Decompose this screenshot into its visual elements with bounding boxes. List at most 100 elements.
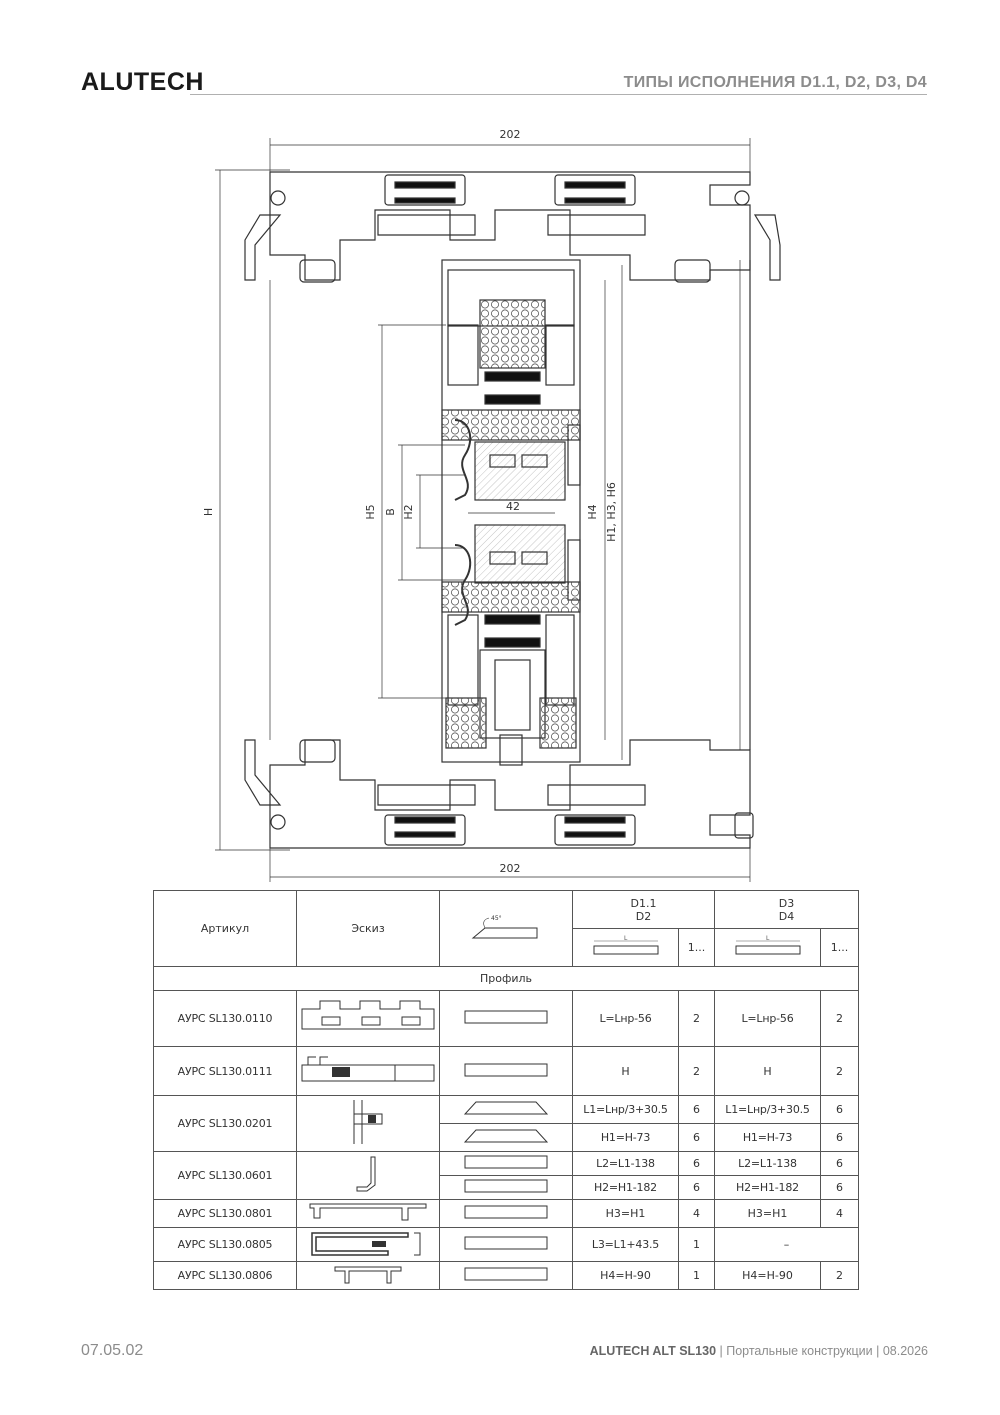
footer-section: Портальные конструкции — [726, 1344, 873, 1358]
cut-trapezoid-icon — [463, 1101, 549, 1115]
dim-42-label: 42 — [506, 500, 520, 513]
col-header-article: Артикул — [153, 890, 297, 967]
formula-cell: L2=L1-138 — [714, 1151, 821, 1176]
qty-cell: 2 — [820, 1046, 859, 1096]
group1-line2: D2 — [635, 909, 652, 923]
formula-cell: L1=Lнр/3+30.5 — [572, 1095, 679, 1124]
specification-table: Артикул Эскиз 45° D1.1 D2 D3 D4 L 1... — [153, 890, 859, 1290]
profile-sketch-icon — [356, 1156, 376, 1192]
page-title: ТИПЫ ИСПОЛНЕНИЯ D1.1, D2, D3, D4 — [623, 74, 927, 91]
qty-cell: 6 — [678, 1175, 715, 1200]
dim-h5-label: H5 — [364, 504, 377, 519]
width-bottom-label: 202 — [500, 862, 521, 875]
qty-cell: 2 — [678, 990, 715, 1047]
group1-line1: D1.1 — [630, 896, 657, 910]
length-diagram-cell: L — [572, 928, 679, 967]
qty-cell: 6 — [820, 1123, 859, 1152]
section-row: Профиль — [153, 966, 859, 991]
page-number: 07.05.02 — [81, 1342, 144, 1359]
footer-product: ALUTECH ALT SL130 — [589, 1344, 717, 1358]
profile-sketch-icon — [353, 1100, 383, 1144]
article-cell: АУРС SL130.0111 — [153, 1046, 297, 1096]
cut-rect-icon — [464, 1155, 548, 1169]
dim-b-label: B — [384, 508, 397, 516]
dim-h2-label: H2 — [402, 504, 415, 519]
qty-cell: 4 — [678, 1199, 715, 1228]
cut-rect-icon — [464, 1179, 548, 1193]
qty-cell: 6 — [678, 1123, 715, 1152]
table-row: АУРС SL130.0110 L=Lнр-56 2 L=Lнр-56 2 — [153, 990, 859, 1047]
length-label: L — [766, 935, 770, 942]
qty-header-1: 1... — [678, 928, 715, 967]
article-cell: АУРС SL130.0801 — [153, 1199, 297, 1228]
cut-angle-cell: 45° — [439, 890, 573, 967]
article-cell: АУРС SL130.0805 — [153, 1227, 297, 1262]
qty-cell: 2 — [678, 1046, 715, 1096]
cut-shape-cell — [439, 1261, 573, 1290]
sketch-cell — [296, 990, 440, 1047]
formula-cell: H3=H1 — [714, 1199, 821, 1228]
qty-cell: 2 — [820, 990, 859, 1047]
qty-cell: 2 — [820, 1261, 859, 1290]
table-row: АУРС SL130.0805 L3=L1+43.5 1 – — [153, 1227, 859, 1262]
formula-cell: L2=L1-138 — [572, 1151, 679, 1176]
table-row: АУРС SL130.0806 H4=H-90 1 H4=H-90 2 — [153, 1261, 859, 1290]
qty-header-2: 1... — [820, 928, 859, 967]
brand-logo: ALUTECH — [81, 68, 204, 96]
col-header-sketch: Эскиз — [296, 890, 440, 967]
group2-line2: D4 — [778, 909, 795, 923]
profile-sketch-icon — [301, 1056, 435, 1081]
formula-cell: H — [714, 1046, 821, 1096]
table-row: АУРС SL130.0801 H3=H1 4 H3=H1 4 — [153, 1199, 859, 1228]
cut-rect-icon — [464, 1063, 548, 1076]
cross-section-drawing: 202 202 H H5 B H2 H4 H1, H3, H6 42 — [202, 128, 781, 882]
formula-cell: L=Lнр-56 — [714, 990, 821, 1047]
length-diagram-icon: L — [735, 935, 800, 955]
group2-line1: D3 — [778, 896, 795, 910]
qty-cell: 6 — [678, 1095, 715, 1124]
length-diagram-cell-2: L — [714, 928, 821, 967]
formula-cell: H2=H1-182 — [572, 1175, 679, 1200]
sketch-cell — [296, 1227, 440, 1262]
formula-cell: H4=H-90 — [572, 1261, 679, 1290]
dim-h-label: H — [202, 508, 215, 516]
qty-cell: 6 — [678, 1151, 715, 1176]
sketch-cell — [296, 1046, 440, 1096]
cut-rect-icon — [464, 1267, 548, 1281]
dim-h1-label: H1, H3, H6 — [605, 482, 618, 542]
cut-angle-label: 45° — [491, 915, 502, 922]
footer-info: ALUTECH ALT SL130 | Портальные конструкц… — [590, 1344, 928, 1358]
table-row: АУРС SL130.0111 H 2 H 2 — [153, 1046, 859, 1096]
footer-separator: | — [716, 1344, 727, 1358]
cut-shape-cell — [439, 1199, 573, 1228]
cut-trapezoid-icon — [463, 1129, 549, 1143]
article-cell: АУРС SL130.0201 — [153, 1095, 297, 1152]
sketch-cell — [296, 1151, 440, 1200]
footer-separator: | — [872, 1344, 883, 1358]
formula-cell: – — [714, 1227, 859, 1262]
cut-shape-cell — [439, 1227, 573, 1262]
length-diagram-icon: L — [593, 935, 658, 955]
cut-rect-icon — [464, 1236, 548, 1250]
table-row: H1=H-73 6 H1=H-73 6 — [154, 1123, 859, 1152]
cut-rect-icon — [464, 1205, 548, 1219]
formula-cell: H1=H-73 — [714, 1123, 821, 1152]
table-row: H2=H1-182 6 H2=H1-182 6 — [154, 1175, 859, 1200]
cut-shape-cell — [439, 1175, 573, 1200]
sketch-cell — [296, 1095, 440, 1152]
cut-shape-cell — [439, 1151, 573, 1176]
table-row: АУРС SL130.0201 L1=Lнр/3+30.5 6 L1=Lнр/3… — [153, 1095, 859, 1152]
article-cell: АУРС SL130.0601 — [153, 1151, 297, 1200]
cut-shape-cell — [439, 990, 573, 1047]
formula-cell: H2=H1-182 — [714, 1175, 821, 1200]
formula-cell: L3=L1+43.5 — [572, 1227, 679, 1262]
sketch-cell — [296, 1261, 440, 1290]
cut-shape-cell — [439, 1095, 573, 1124]
qty-cell: 6 — [820, 1175, 859, 1200]
qty-cell: 1 — [678, 1227, 715, 1262]
cut-angle-icon: 45° — [471, 915, 538, 939]
qty-cell: 4 — [820, 1199, 859, 1228]
profile-sketch-icon — [309, 1203, 427, 1221]
header-divider — [190, 94, 927, 95]
qty-cell: 1 — [678, 1261, 715, 1290]
